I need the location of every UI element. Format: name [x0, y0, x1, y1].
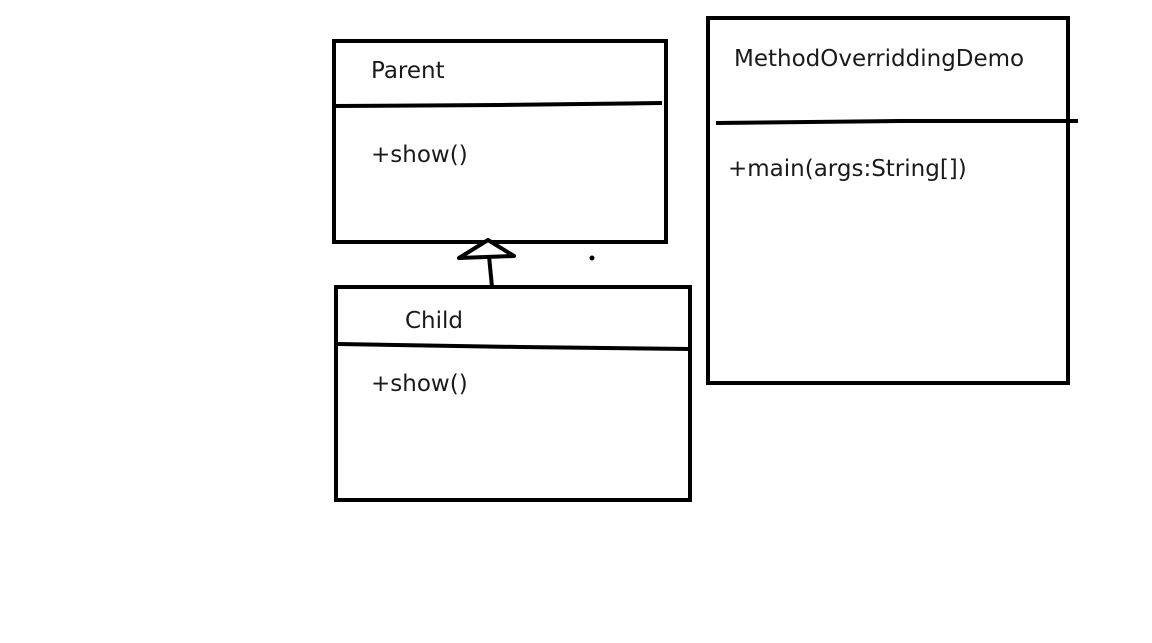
class-demo-box — [706, 16, 1070, 385]
class-child-divider — [337, 342, 691, 351]
class-parent-name: Parent — [371, 58, 445, 84]
class-parent — [332, 39, 668, 244]
class-demo-divider — [715, 119, 1078, 125]
class-demo — [706, 16, 1078, 385]
inheritance-arrowhead — [457, 238, 516, 260]
class-child-box — [334, 285, 692, 502]
inheritance-line — [487, 255, 494, 288]
class-parent-box — [332, 39, 668, 244]
class-child — [334, 285, 692, 502]
class-parent-method: +show() — [371, 142, 468, 168]
class-child-name: Child — [405, 308, 464, 334]
inheritance-arrow — [457, 238, 516, 288]
class-demo-name: MethodOverriddingDemo — [734, 46, 1025, 72]
class-child-method: +show() — [371, 371, 468, 397]
class-parent-divider — [333, 101, 663, 108]
stray-dot — [589, 255, 595, 261]
class-demo-method: +main(args:String[]) — [728, 156, 967, 182]
